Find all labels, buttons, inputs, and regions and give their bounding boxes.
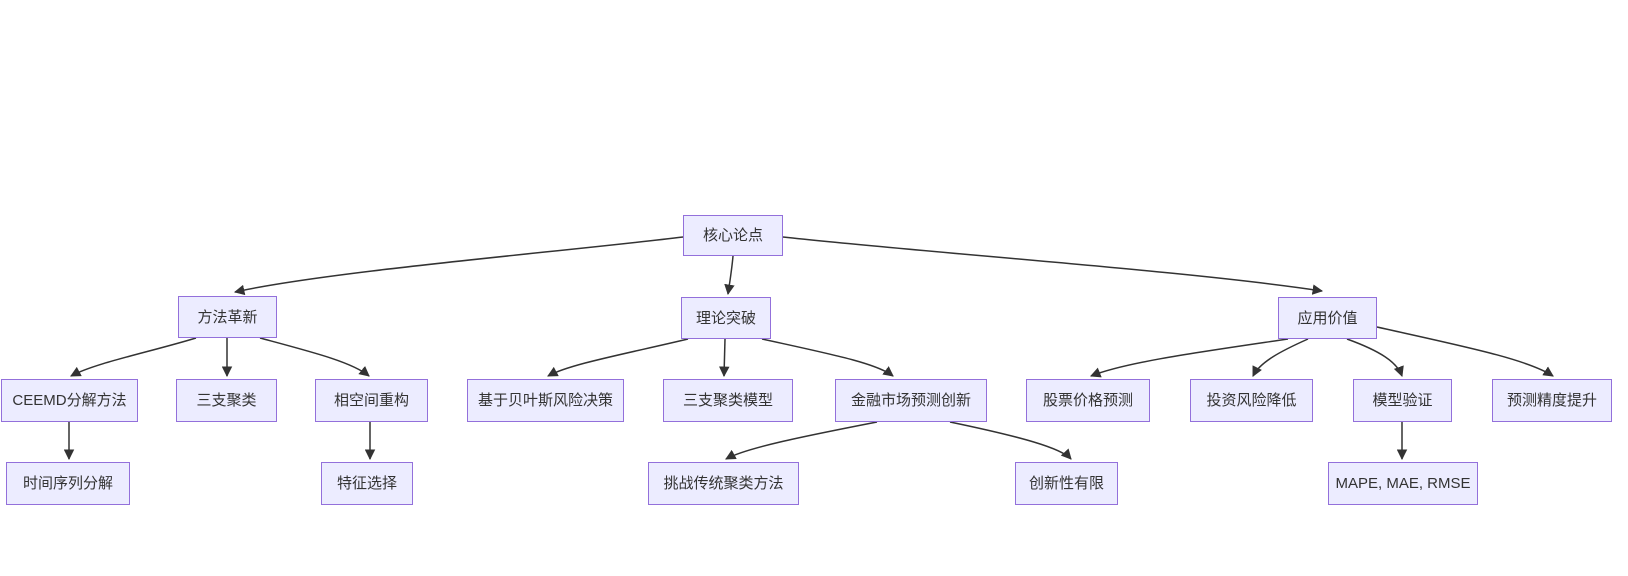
edge-method-to-ceemd (70, 337, 197, 377)
node-bayesian-risk-decision: 基于贝叶斯风险决策 (467, 379, 624, 422)
node-three-way-clustering-model: 三支聚类模型 (663, 379, 793, 422)
node-challenge-traditional-clustering: 挑战传统聚类方法 (648, 462, 799, 505)
node-three-way-clustering: 三支聚类 (176, 379, 277, 422)
node-prediction-accuracy-improvement: 预测精度提升 (1492, 379, 1612, 422)
node-ceemd-decomposition: CEEMD分解方法 (1, 379, 138, 422)
edge-theory-to-threemodel (719, 338, 730, 378)
edge-finance-to-challenge (725, 421, 878, 460)
edge-value-to-risk (1252, 338, 1309, 377)
node-method-innovation: 方法革新 (178, 296, 277, 338)
edge-value-to-validate (1346, 338, 1404, 377)
edge-finance-to-limited (949, 421, 1072, 460)
node-financial-market-forecast-innovation: 金融市场预测创新 (835, 379, 987, 422)
node-application-value: 应用价值 (1278, 297, 1377, 339)
node-time-series-decomposition: 时间序列分解 (6, 462, 130, 505)
node-phase-space-reconstruction: 相空间重构 (315, 379, 428, 422)
node-stock-price-prediction: 股票价格预测 (1026, 379, 1150, 422)
node-evaluation-metrics: MAPE, MAE, RMSE (1328, 462, 1478, 505)
edge-core-to-value (782, 236, 1324, 295)
node-limited-innovation: 创新性有限 (1015, 462, 1118, 505)
edge-core-to-theory (724, 255, 735, 296)
edge-theory-to-finance (761, 338, 894, 377)
node-investment-risk-reduction: 投资风险降低 (1190, 379, 1313, 422)
node-feature-selection: 特征选择 (321, 462, 413, 505)
edge-core-to-method (233, 236, 684, 296)
edge-theory-to-bayes (547, 338, 689, 377)
edge-value-to-stock (1090, 338, 1289, 378)
node-core-thesis: 核心论点 (683, 215, 783, 256)
node-model-validation: 模型验证 (1353, 379, 1452, 422)
node-theory-breakthrough: 理论突破 (681, 297, 771, 339)
edge-value-to-accuracy (1376, 326, 1554, 377)
edge-method-to-phase (259, 337, 370, 377)
